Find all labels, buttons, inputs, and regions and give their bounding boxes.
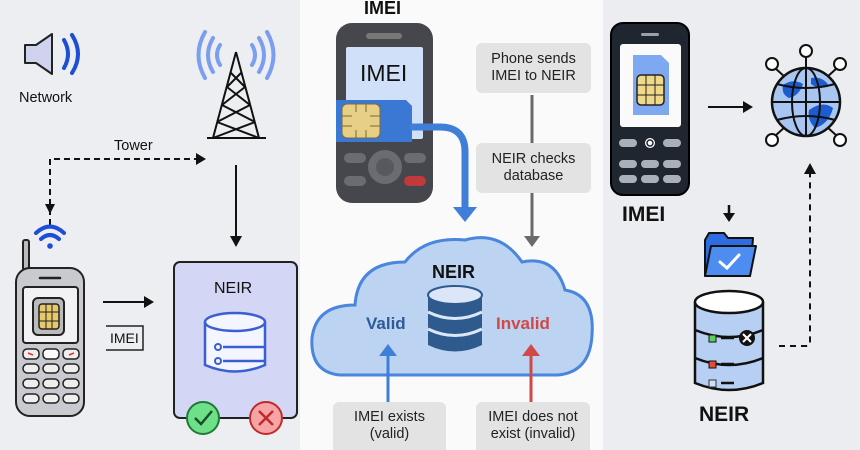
phone-with-sim-icon	[610, 22, 690, 196]
note-imei-not-exist: IMEI does not exist (invalid)	[476, 402, 590, 450]
tower-to-neir-arrow	[230, 165, 242, 247]
step-phone-sends: Phone sends IMEI to NEIR	[476, 43, 591, 93]
down-arrow	[723, 205, 735, 222]
cloud-neir-title: NEIR	[432, 262, 476, 282]
network-label: Network	[19, 90, 73, 106]
smartphone-icon	[336, 23, 433, 203]
imei-label: IMEI	[622, 203, 666, 226]
neir-label: NEIR	[699, 403, 750, 426]
valid-arrow	[379, 344, 397, 402]
step-neir-checks: NEIR checks database	[476, 143, 591, 193]
panel-neir-check-flow: IMEI IMEI Phone sends IMEI to NEIR NEIR …	[300, 0, 603, 450]
invalid-label: Invalid	[496, 314, 550, 333]
right-diagram	[610, 22, 847, 392]
speaker-icon	[24, 33, 80, 75]
panel-network-overview: Network Tower IMEI NEIR	[0, 0, 300, 450]
tower-label: Tower	[114, 138, 153, 154]
phone-screen-imei: IMEI	[360, 60, 408, 86]
imei-tag-label: IMEI	[110, 330, 139, 346]
dashed-link-to-globe	[779, 163, 816, 347]
valid-label: Valid	[366, 314, 406, 333]
steps-connector	[524, 95, 540, 247]
registry-database-icon	[693, 289, 765, 392]
invalid-arrow	[522, 344, 540, 402]
note-imei-exists: IMEI exists (valid)	[333, 402, 446, 450]
wifi-icon	[34, 224, 66, 249]
imei-tag-icon	[106, 325, 144, 351]
phone-to-neir-arrow	[103, 296, 154, 308]
phone-to-globe-arrow	[708, 101, 753, 113]
network-globe-icon	[765, 44, 847, 147]
sim-to-cloud-arrow	[410, 123, 477, 222]
verified-folder-icon	[704, 232, 757, 277]
database-icon	[427, 285, 483, 352]
valid-check-icon	[186, 401, 220, 435]
tower-dashed-link	[45, 153, 206, 225]
imei-top-label: IMEI	[364, 0, 402, 18]
invalid-cross-icon	[249, 401, 283, 435]
database-icon	[203, 311, 267, 373]
middle-diagram	[310, 23, 594, 402]
panel-imei-registry: IMEI NEIR	[603, 0, 860, 450]
feature-phone-icon	[15, 239, 85, 417]
neir-box-title: NEIR	[214, 280, 253, 297]
left-diagram	[15, 30, 298, 435]
cell-tower-icon	[196, 30, 276, 139]
